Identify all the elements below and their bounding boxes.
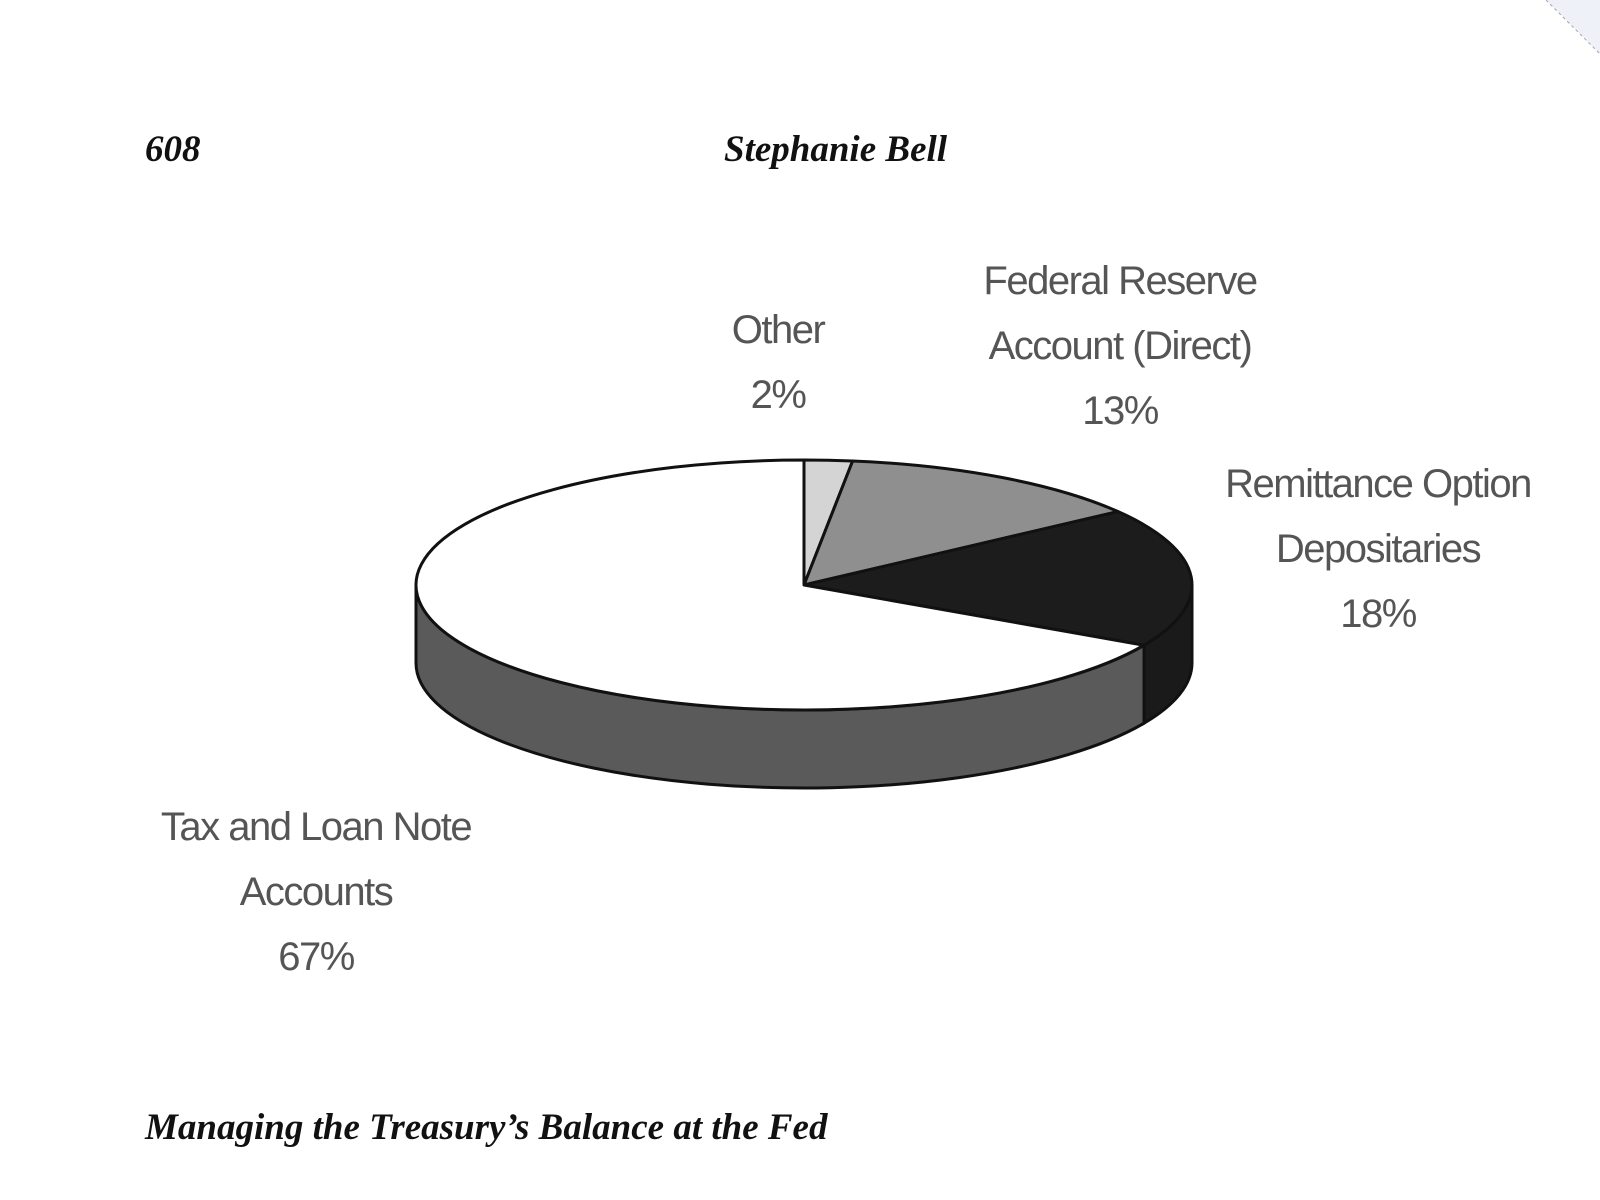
pie-layer [414,458,1194,790]
pie-slice-2 [802,510,1194,647]
pie-slice-1 [802,459,1120,587]
page-corner-icon [1546,0,1600,54]
running-head-author: Stephanie Bell [724,129,948,170]
page-number: 608 [145,129,201,170]
pie-slice-3 [414,458,1146,712]
section-heading: Managing the Treasury’s Balance at the F… [145,1107,828,1148]
